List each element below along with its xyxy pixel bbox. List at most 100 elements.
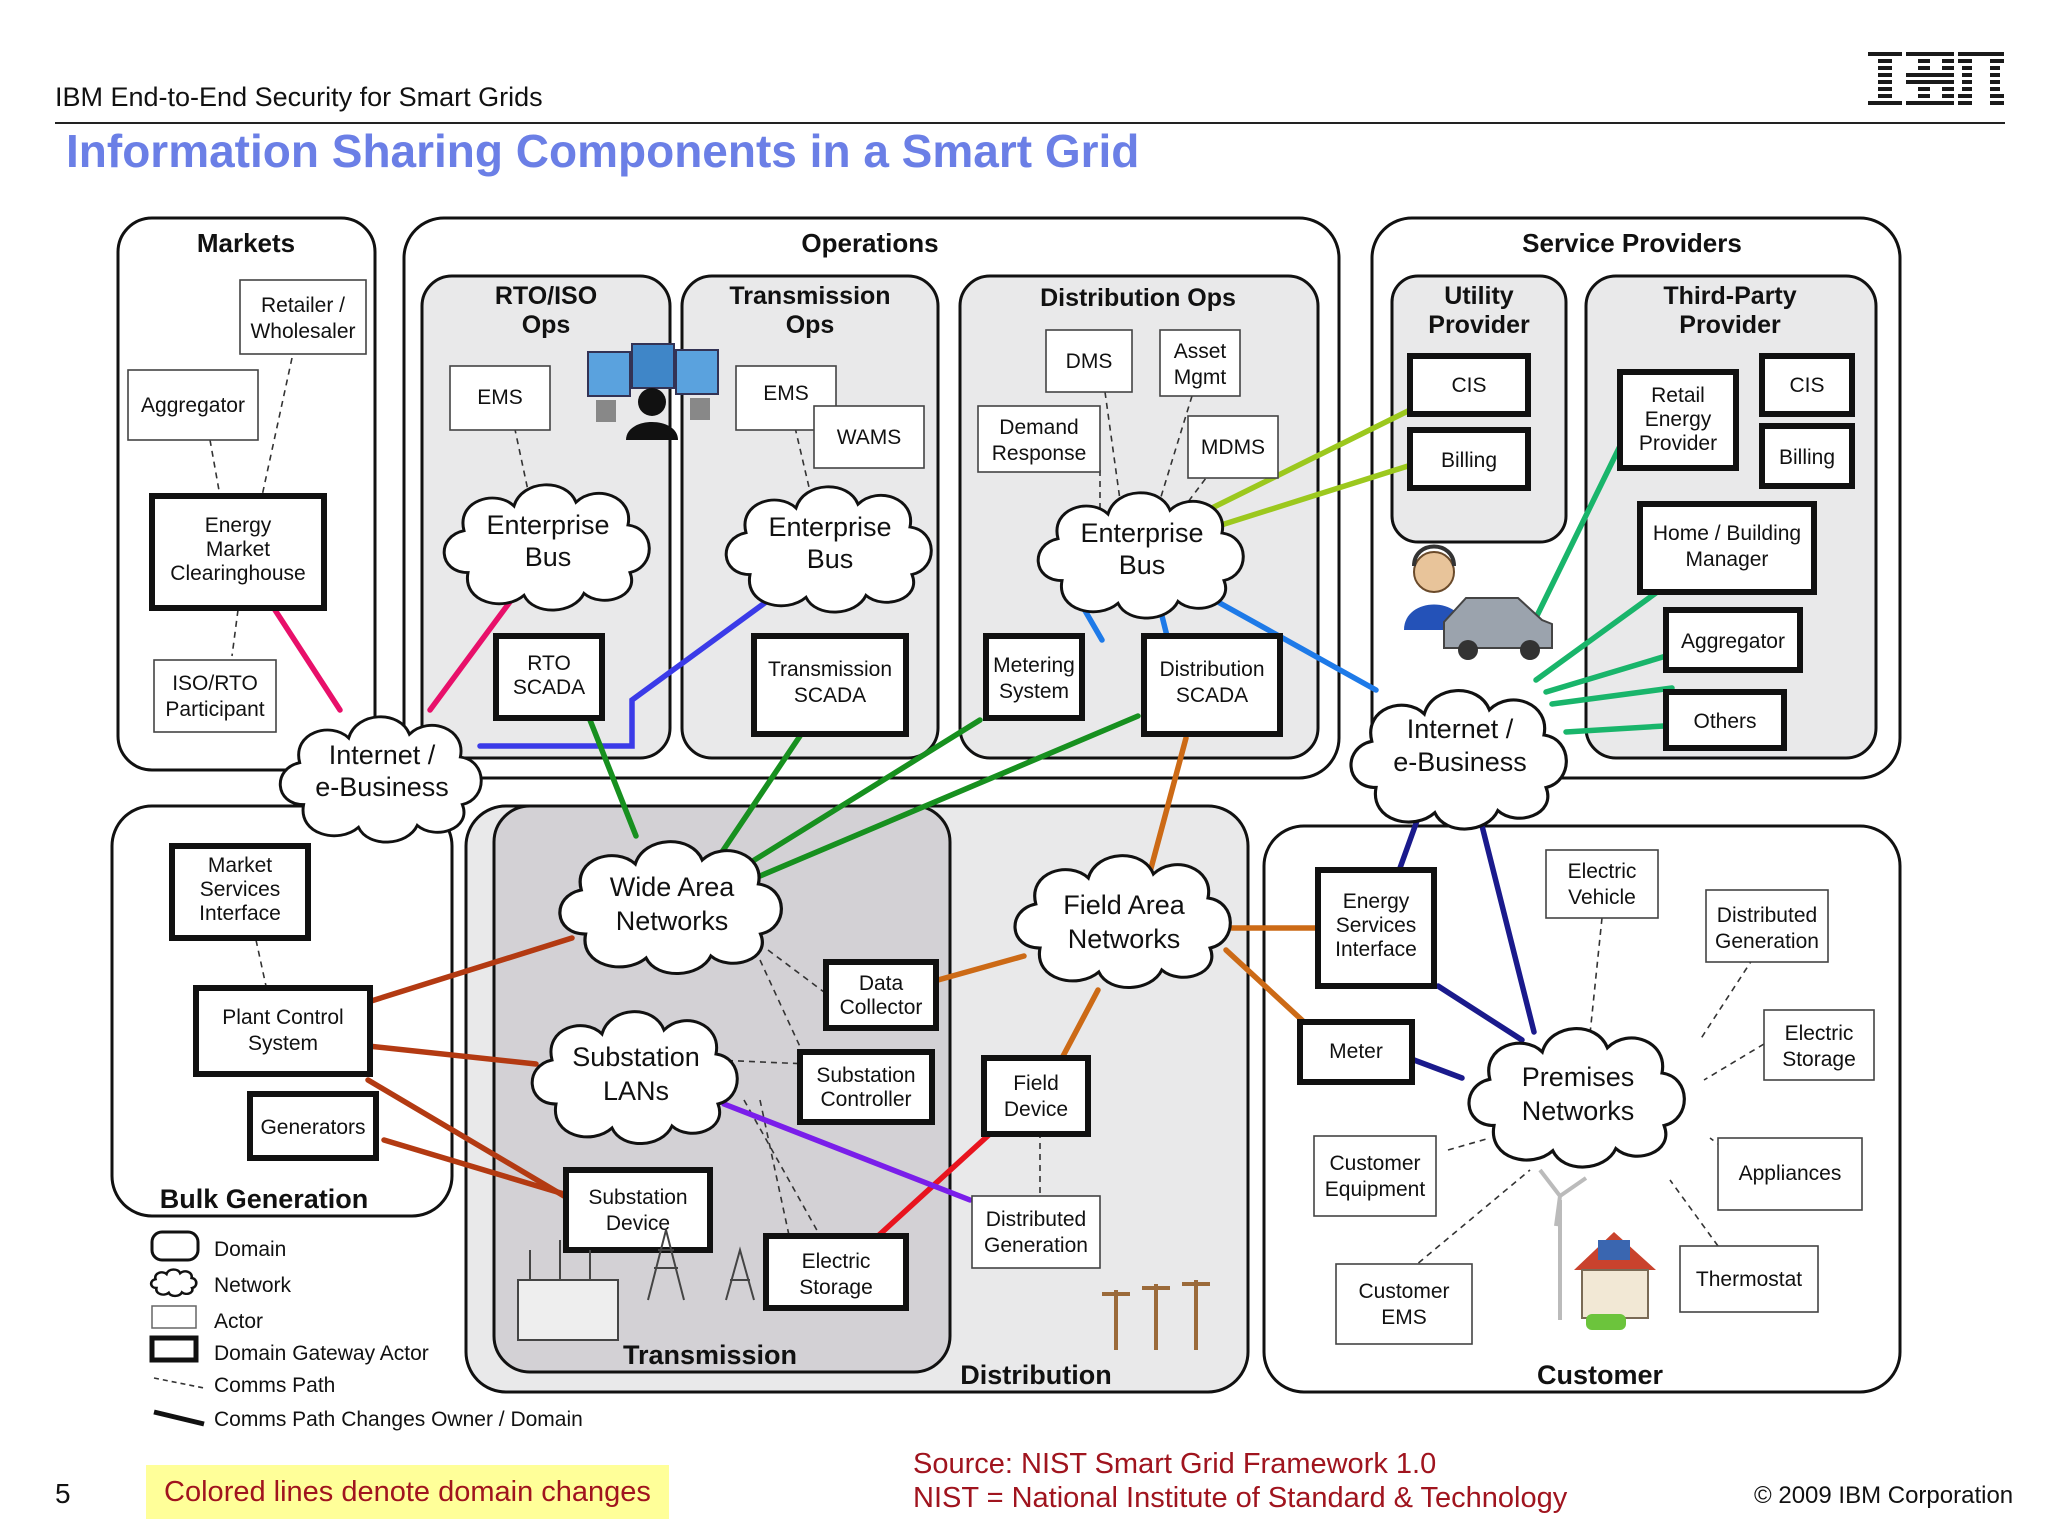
actor-dms bbox=[1045, 329, 1133, 393]
source-citation: Source: NIST Smart Grid Framework 1.0 bbox=[913, 1448, 1437, 1480]
actor-label: Manager bbox=[1686, 548, 1769, 571]
network-label: e-Business bbox=[1393, 747, 1527, 777]
actor-label: Retailer / bbox=[261, 294, 345, 317]
network-label: Wide Area bbox=[610, 872, 736, 902]
network-label: Premises bbox=[1522, 1062, 1635, 1092]
actor-label: Services bbox=[200, 878, 281, 901]
domain-title: Bulk Generation bbox=[160, 1184, 369, 1214]
actor-label: Substation bbox=[588, 1186, 687, 1209]
gateway-data-collector bbox=[823, 959, 939, 1031]
line-rust bbox=[365, 1077, 567, 1199]
gateway-aggregator-third bbox=[1663, 607, 1803, 673]
actor-label: Distributed bbox=[986, 1208, 1086, 1231]
actor-label: EMS bbox=[1381, 1306, 1427, 1329]
gateway-cis-utility bbox=[1407, 353, 1531, 417]
network-label: LANs bbox=[603, 1076, 669, 1106]
actor-retailer-wholesaler bbox=[239, 279, 367, 355]
actor-labels: Retailer / Wholesaler Aggregator Energy … bbox=[141, 294, 1856, 1329]
gateway-billing-utility bbox=[1407, 427, 1531, 491]
line-yellow-green bbox=[1209, 407, 1413, 511]
actor-label: CIS bbox=[1451, 374, 1486, 397]
actor-label: Collector bbox=[840, 996, 923, 1019]
line-teal bbox=[1533, 587, 1663, 683]
actor-label: Services bbox=[1336, 914, 1417, 937]
gateway-boxes bbox=[149, 353, 1855, 1311]
actor-asset-mgmt bbox=[1159, 329, 1241, 397]
gateway-energy-services-interface bbox=[1315, 867, 1437, 989]
actor-label: System bbox=[248, 1032, 318, 1055]
network-label: Enterprise bbox=[768, 512, 891, 542]
network-label: e-Business bbox=[315, 772, 449, 802]
actor-label: Wholesaler bbox=[250, 320, 355, 343]
network-label: Enterprise bbox=[1080, 518, 1203, 548]
actor-label: Electric bbox=[1568, 860, 1637, 883]
domain-title: Provider bbox=[1428, 311, 1530, 339]
actor-label: CIS bbox=[1789, 374, 1824, 397]
network-label: Bus bbox=[525, 542, 572, 572]
smart-home-icon bbox=[1538, 1168, 1656, 1330]
line-purple bbox=[721, 1101, 973, 1203]
actor-label: Vehicle bbox=[1568, 886, 1636, 909]
actor-label: Plant Control bbox=[222, 1006, 343, 1029]
actor-label: Electric bbox=[802, 1250, 871, 1273]
actor-mdms bbox=[1187, 415, 1279, 479]
gateway-meter bbox=[1297, 1019, 1415, 1085]
line-yellow-green bbox=[1215, 463, 1411, 529]
actor-label: Generators bbox=[260, 1116, 365, 1139]
actor-label: EMS bbox=[477, 386, 523, 409]
gateway-rto-scada bbox=[493, 633, 605, 721]
domain-title: Distribution bbox=[960, 1360, 1111, 1390]
actor-label: Billing bbox=[1779, 446, 1835, 469]
legend: Domain Network Actor Domain Gateway Acto… bbox=[149, 1230, 583, 1431]
actor-label: Market bbox=[208, 854, 272, 877]
actor-customer-equipment bbox=[1313, 1135, 1437, 1217]
gateway-generators bbox=[247, 1091, 379, 1161]
gateway-others bbox=[1663, 689, 1787, 751]
actor-label: Storage bbox=[1782, 1048, 1856, 1071]
copyright: © 2009 IBM Corporation bbox=[1754, 1482, 2014, 1509]
footnote-highlight: Colored lines denote domain changes bbox=[146, 1465, 669, 1519]
actor-label: Metering bbox=[993, 654, 1075, 677]
actor-label: Equipment bbox=[1325, 1178, 1426, 1201]
actor-label: Thermostat bbox=[1696, 1268, 1802, 1291]
domain-title: Utility bbox=[1444, 282, 1514, 310]
domain-title: Ops bbox=[522, 311, 571, 339]
actor-demand-response bbox=[977, 405, 1101, 473]
line-blue bbox=[477, 599, 769, 749]
actor-label: SCADA bbox=[1176, 684, 1248, 707]
actor-label: Asset bbox=[1174, 340, 1227, 363]
line-pink bbox=[272, 607, 343, 713]
actor-appliances bbox=[1717, 1137, 1863, 1211]
line-orange bbox=[1147, 735, 1189, 875]
actor-label: ISO/RTO bbox=[172, 672, 258, 695]
actor-label: Billing bbox=[1441, 449, 1497, 472]
legend-actor: Actor bbox=[214, 1310, 263, 1333]
actor-label: MDMS bbox=[1201, 436, 1265, 459]
network-label: Networks bbox=[616, 906, 729, 936]
actor-label: Electric bbox=[1785, 1022, 1854, 1045]
actor-label: Others bbox=[1693, 710, 1756, 733]
line-orange bbox=[935, 953, 1027, 983]
actor-label: Clearinghouse bbox=[170, 562, 305, 585]
actor-iso-rto-participant bbox=[153, 659, 277, 733]
actor-distributed-generation-customer bbox=[1705, 889, 1829, 963]
line-teal bbox=[1549, 685, 1675, 707]
line-rust bbox=[365, 1043, 539, 1067]
actor-label: SCADA bbox=[794, 684, 866, 707]
domain-title: Transmission bbox=[623, 1340, 797, 1370]
actor-label: Generation bbox=[1715, 930, 1819, 953]
header-divider bbox=[55, 122, 2005, 124]
actor-label: Energy bbox=[205, 514, 272, 537]
line-light-blue bbox=[1197, 589, 1379, 693]
line-pink bbox=[427, 592, 518, 713]
gateway-home-building-manager bbox=[1637, 501, 1817, 595]
line-navy bbox=[1397, 815, 1421, 871]
nist-definition: NIST = National Institute of Standard & … bbox=[913, 1482, 1568, 1514]
gateway-field-device bbox=[981, 1055, 1091, 1137]
network-label: Networks bbox=[1068, 924, 1181, 954]
gateway-distribution-scada bbox=[1141, 633, 1283, 737]
gateway-transmission-scada bbox=[751, 633, 909, 737]
control-room-icon bbox=[587, 343, 719, 440]
domain-title: Third-Party bbox=[1663, 282, 1796, 310]
